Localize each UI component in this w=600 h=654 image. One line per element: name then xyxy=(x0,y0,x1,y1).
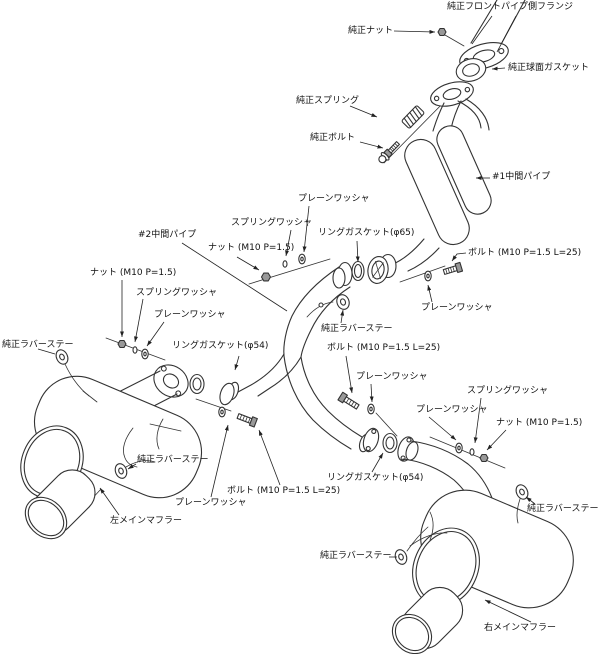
fasteners-upper-left xyxy=(248,253,331,285)
label-stock-nut: 純正ナット xyxy=(348,26,394,36)
ring-gasket-54-left-joint xyxy=(153,364,240,406)
bolt-set-center xyxy=(337,391,398,437)
label-plain-washer-6: プレーンワッシャ xyxy=(175,498,247,508)
ring-gasket-54-right-joint xyxy=(358,427,419,462)
label-nut-1: ナット (M10 P=1.5) xyxy=(208,243,295,253)
bolt-set-bottom-left xyxy=(195,398,258,428)
label-left-main-muffler: 左メインマフラー xyxy=(110,516,183,526)
label-stock-spherical-gasket: 純正球面ガスケット xyxy=(508,63,590,73)
label-stock-bolt: 純正ボルト xyxy=(310,133,356,143)
stock-nut-part xyxy=(437,27,465,47)
label-stock-rubber-stay-5: 純正ラバーステー xyxy=(527,504,599,514)
label-bolt-2: ボルト (M10 P=1.5 L=25) xyxy=(327,343,441,353)
label-plain-washer-2: プレーンワッシャ xyxy=(421,303,493,313)
label-bolt-3: ボルト (M10 P=1.5 L=25) xyxy=(227,486,341,496)
fasteners-left xyxy=(105,337,166,361)
label-pipe1: #1中間パイプ xyxy=(492,172,551,182)
ring-gasket-65-joint xyxy=(332,253,397,289)
label-plain-washer-3: プレーンワッシャ xyxy=(154,310,226,320)
label-pipe2: #2中間パイプ xyxy=(138,230,197,240)
label-plain-washer-1: プレーンワッシャ xyxy=(298,194,370,204)
label-spring-washer-3: スプリングワッシャ xyxy=(467,386,549,396)
right-muffler-hangers xyxy=(394,484,529,565)
label-stock-rubber-stay-3: 純正ラバーステー xyxy=(137,455,209,465)
fasteners-upper-right xyxy=(399,261,464,283)
label-plain-washer-5: プレーンワッシャ xyxy=(416,405,488,415)
left-main-muffler-part xyxy=(20,370,203,540)
label-bolt-1: ボルト (M10 P=1.5 L=25) xyxy=(468,248,582,258)
label-plain-washer-4: プレーンワッシャ xyxy=(356,372,428,382)
spherical-gasket-part xyxy=(455,58,487,82)
label-stock-rubber-stay-2: 純正ラバーステー xyxy=(321,324,393,334)
leader-lines xyxy=(37,15,536,623)
label-nut-2: ナット (M10 P=1.5) xyxy=(90,268,177,278)
label-stock-rubber-stay-4: 純正ラバーステー xyxy=(320,551,392,561)
pipe2-part xyxy=(237,266,363,450)
label-spring-washer-1: スプリングワッシャ xyxy=(231,218,313,228)
label-nut-3: ナット (M10 P=1.5) xyxy=(496,418,583,428)
label-spring-washer-2: スプリングワッシャ xyxy=(136,288,218,298)
pipe1-part xyxy=(390,81,492,272)
stock-spring-bolt-set xyxy=(378,94,452,164)
stock-spring-part xyxy=(401,105,425,129)
label-stock-rubber-stay-1: 純正ラバーステー xyxy=(2,340,74,350)
right-main-muffler-part xyxy=(391,440,574,654)
label-ring-gasket-54-right: リングガスケット(φ54) xyxy=(327,473,424,483)
label-ring-gasket-54-left: リングガスケット(φ54) xyxy=(172,341,269,351)
fasteners-lower-right xyxy=(429,436,506,469)
label-stock-spring: 純正スプリング xyxy=(296,96,360,106)
label-ring-gasket-65: リングガスケット(φ65) xyxy=(318,228,415,238)
label-front-pipe-flange: 純正フロントパイプ側フランジ xyxy=(447,2,574,12)
center-rubber-stay xyxy=(306,294,350,318)
label-right-main-muffler: 右メインマフラー xyxy=(484,623,557,633)
stock-bolt-part xyxy=(378,141,400,164)
